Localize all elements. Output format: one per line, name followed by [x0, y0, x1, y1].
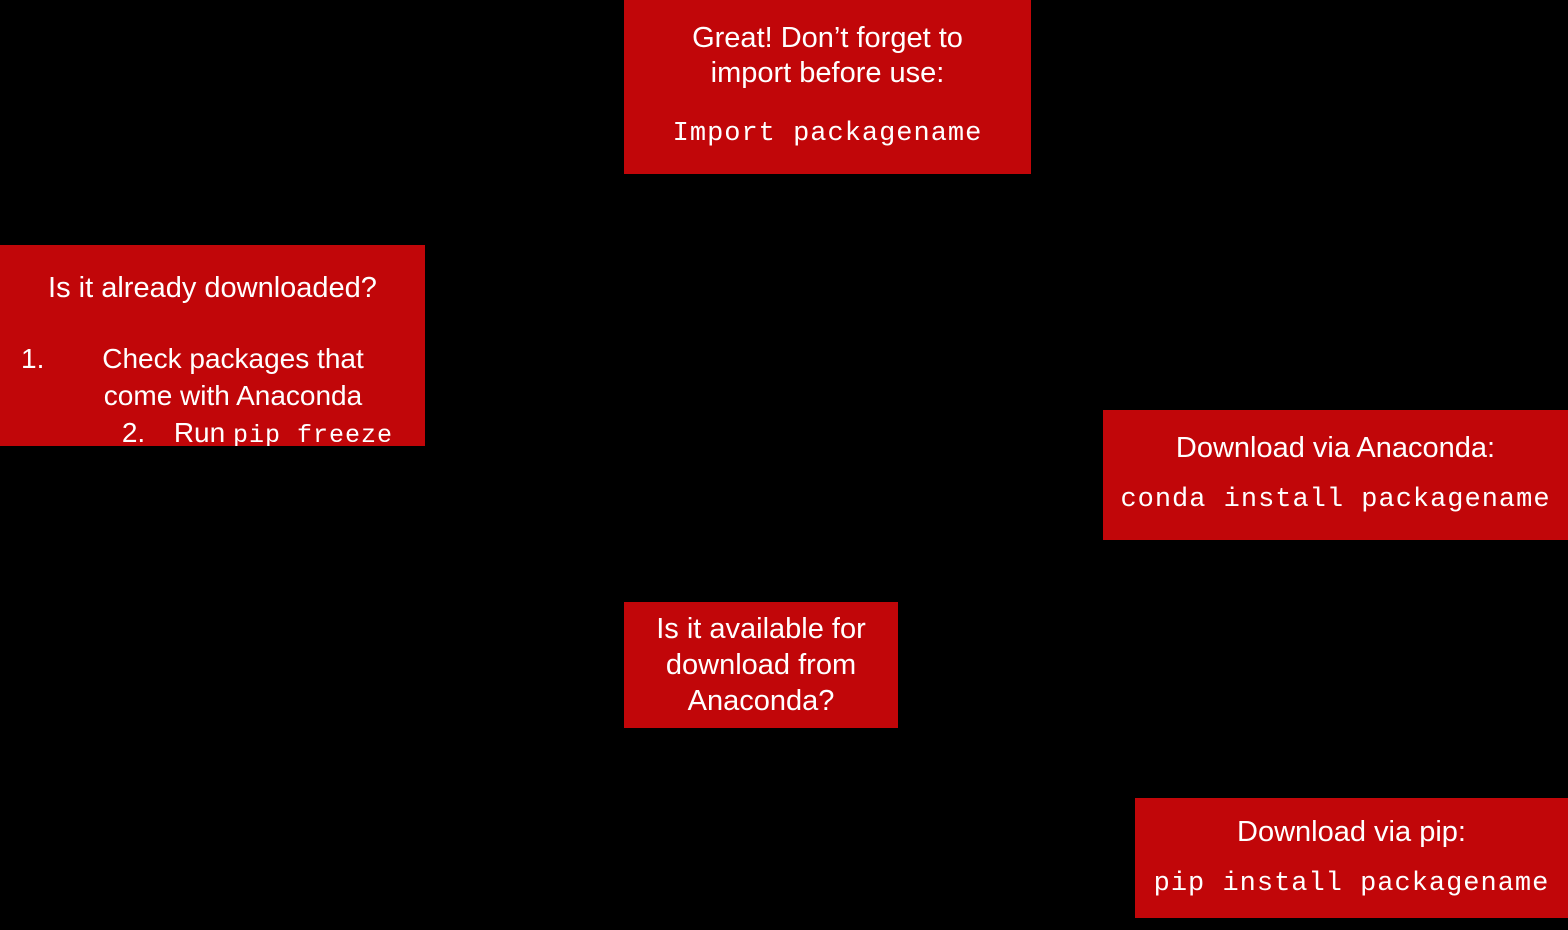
spacer	[1149, 849, 1554, 867]
node-download-anaconda-title: Download via Anaconda:	[1175, 432, 1496, 464]
node-download-anaconda-code: conda install packagename	[1120, 485, 1551, 515]
node-download-pip-code: pip install packagename	[1153, 869, 1550, 899]
list-item: 2. Run pip freeze	[122, 414, 393, 446]
list-item-label-text: Run	[173, 417, 233, 446]
spacer	[634, 91, 1021, 117]
node-import-reminder-title: Great! Don’t forget to import before use…	[692, 22, 963, 89]
node-available-from-anaconda-title: Is it available for download from Anacon…	[656, 613, 866, 717]
node-available-from-anaconda[interactable]: Is it available for download from Anacon…	[624, 602, 898, 728]
list-item-number: 1.	[21, 343, 45, 374]
node-download-pip[interactable]: Download via pip: pip install packagenam…	[1135, 798, 1568, 918]
spacer	[1117, 465, 1554, 483]
list-item-label-code: pip freeze	[232, 421, 393, 446]
node-already-downloaded-heading: Is it already downloaded?	[48, 272, 377, 304]
list-item: 1. Check packages that come with Anacond…	[21, 340, 393, 414]
node-already-downloaded-steps: 1. Check packages that come with Anacond…	[18, 340, 407, 446]
node-download-pip-title: Download via pip:	[1237, 816, 1466, 848]
list-item-label: Run pip freeze	[174, 414, 393, 446]
node-download-anaconda[interactable]: Download via Anaconda: conda install pac…	[1103, 410, 1568, 540]
list-item-number: 2.	[121, 417, 146, 446]
list-item-label: Check packages that come with Anaconda	[102, 343, 364, 411]
node-already-downloaded[interactable]: Is it already downloaded? 1. Check packa…	[0, 245, 425, 446]
node-import-reminder[interactable]: Great! Don’t forget to import before use…	[624, 0, 1031, 174]
node-import-reminder-code: Import packagename	[672, 119, 983, 149]
